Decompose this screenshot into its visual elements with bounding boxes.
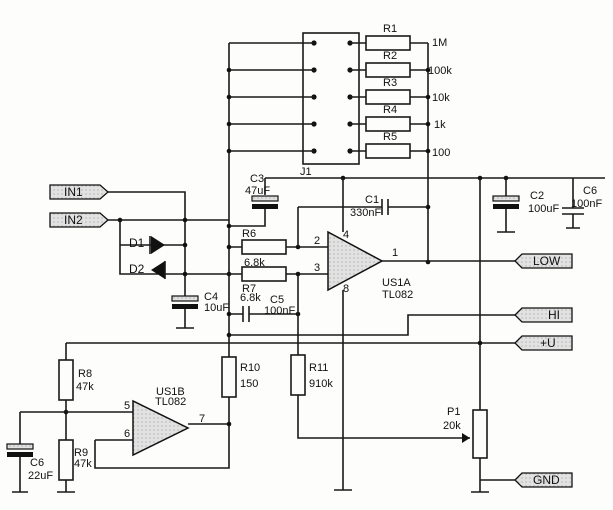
port-hi[interactable]: HI bbox=[229, 307, 573, 336]
r1-ref: R1 bbox=[383, 23, 397, 35]
resistor-r10: R10 150 bbox=[221, 332, 260, 427]
r10-ref: R10 bbox=[240, 362, 260, 374]
potentiometer-p1: P1 20k bbox=[443, 406, 488, 480]
r4-value: 1k bbox=[434, 119, 446, 131]
d2-label: D2 bbox=[129, 262, 145, 276]
us1b-pin7: 7 bbox=[199, 413, 205, 425]
c2-value: 100uF bbox=[528, 203, 559, 215]
r2-value: 100k bbox=[428, 65, 452, 77]
resistor-r7: R7 6.8k bbox=[229, 266, 328, 304]
c1-value: 330nF bbox=[350, 207, 381, 219]
us1b-ref: US1B bbox=[156, 386, 185, 398]
r8-ref: R8 bbox=[78, 368, 92, 380]
port-low[interactable]: LOW bbox=[514, 253, 573, 269]
c2-ref: C2 bbox=[530, 190, 544, 202]
us1a-ref: US1A bbox=[382, 277, 411, 289]
d1-label: D1 bbox=[129, 236, 145, 250]
r6-ref: R6 bbox=[242, 228, 256, 240]
j1-left-bus bbox=[226, 42, 314, 275]
low-label: LOW bbox=[533, 254, 561, 268]
us1a-pin2: 2 bbox=[314, 235, 320, 247]
c3-ref: C3 bbox=[250, 173, 264, 185]
us1a-pin4: 4 bbox=[343, 229, 349, 241]
port-in1[interactable]: IN1 bbox=[49, 184, 109, 200]
resistor-r5 bbox=[365, 143, 411, 159]
r3-value: 10k bbox=[432, 92, 450, 104]
resistor-r6: R6 6.8k bbox=[226, 207, 328, 269]
capacitor-c3: C3 47uF bbox=[226, 173, 279, 229]
j1-label: J1 bbox=[300, 166, 312, 178]
r9-ref: R9 bbox=[74, 447, 88, 459]
in1-wire bbox=[108, 191, 186, 300]
resistor-r11: R11 910k bbox=[290, 354, 470, 439]
diode-d2: D2 bbox=[129, 261, 166, 279]
opamp-us1b: 5 6 7 US1B TL082 bbox=[94, 386, 230, 469]
r7-value: 6.8k bbox=[240, 292, 261, 304]
diode-d1: D1 bbox=[120, 236, 188, 254]
resistor-r2 bbox=[365, 62, 411, 78]
c5-value: 100nF bbox=[264, 305, 295, 317]
c6-bottom-value: 22uF bbox=[28, 470, 53, 482]
capacitor-c6-bottom: C6 22uF bbox=[6, 411, 133, 493]
resistor-r1 bbox=[365, 35, 411, 51]
us1a-pin1: 1 bbox=[392, 247, 398, 259]
r3-ref: R3 bbox=[383, 77, 397, 89]
in2-wire bbox=[108, 219, 229, 275]
opamp-us1a: 2 3 4 1 8 US1A TL082 bbox=[314, 229, 515, 491]
r6-value: 6.8k bbox=[244, 257, 265, 269]
c1-ref: C1 bbox=[365, 194, 379, 206]
capacitor-c1: C1 330nF bbox=[298, 194, 428, 219]
capacitor-c2: C2 100uF bbox=[492, 178, 559, 233]
c3-value: 47uF bbox=[245, 185, 270, 197]
r8-value: 47k bbox=[76, 381, 94, 393]
r11-ref: R11 bbox=[309, 362, 328, 374]
c4-value: 10uF bbox=[204, 302, 229, 314]
r10-value: 150 bbox=[240, 378, 258, 390]
c6-top-value: 100nF bbox=[571, 198, 602, 210]
r11-value: 910k bbox=[309, 378, 333, 390]
r4-ref: R4 bbox=[383, 104, 397, 116]
us1a-pin8: 8 bbox=[343, 283, 349, 295]
us1b-part: TL082 bbox=[155, 396, 186, 408]
resistor-r8: R8 47k bbox=[58, 343, 94, 440]
resistor-r4 bbox=[365, 116, 411, 132]
r5-ref: R5 bbox=[383, 131, 397, 143]
us1b-pin6: 6 bbox=[124, 428, 130, 440]
plus-u-label: +U bbox=[540, 336, 556, 350]
c5-ref: C5 bbox=[270, 294, 284, 306]
r9-value: 47k bbox=[74, 458, 92, 470]
c6-bottom-ref: C6 bbox=[30, 457, 44, 469]
c6-top-ref: C6 bbox=[583, 185, 597, 197]
connector-j1: J1 bbox=[300, 32, 360, 178]
r7-ref: R7 bbox=[242, 283, 256, 295]
r5-value: 100 bbox=[432, 147, 450, 159]
r1-value: 1M bbox=[432, 37, 447, 49]
port-plus-u[interactable]: +U bbox=[66, 335, 573, 351]
p1-ref: P1 bbox=[447, 406, 460, 418]
resistor-r3 bbox=[365, 89, 411, 105]
gnd-label: GND bbox=[533, 473, 560, 487]
resistor-bank: R1 1M R2 100k R3 10k R4 1k R5 100 bbox=[350, 23, 452, 265]
capacitor-c5: C5 100nF bbox=[226, 274, 301, 355]
c4-ref: C4 bbox=[204, 291, 218, 303]
in1-label: IN1 bbox=[64, 185, 83, 199]
r2-ref: R2 bbox=[383, 50, 397, 62]
hi-label: HI bbox=[548, 308, 560, 322]
port-gnd[interactable]: GND bbox=[471, 472, 573, 493]
in2-label: IN2 bbox=[64, 213, 83, 227]
us1b-pin5: 5 bbox=[124, 400, 130, 412]
us1a-pin3: 3 bbox=[314, 262, 320, 274]
capacitor-c6-top: C6 100nF bbox=[562, 178, 602, 229]
port-in2[interactable]: IN2 bbox=[49, 212, 109, 228]
top-rail bbox=[264, 175, 605, 232]
capacitor-c4: C4 10uF bbox=[171, 291, 229, 329]
us1a-part: TL082 bbox=[382, 289, 413, 301]
resistor-r9: R9 47k bbox=[57, 439, 92, 493]
p1-value: 20k bbox=[443, 420, 461, 432]
